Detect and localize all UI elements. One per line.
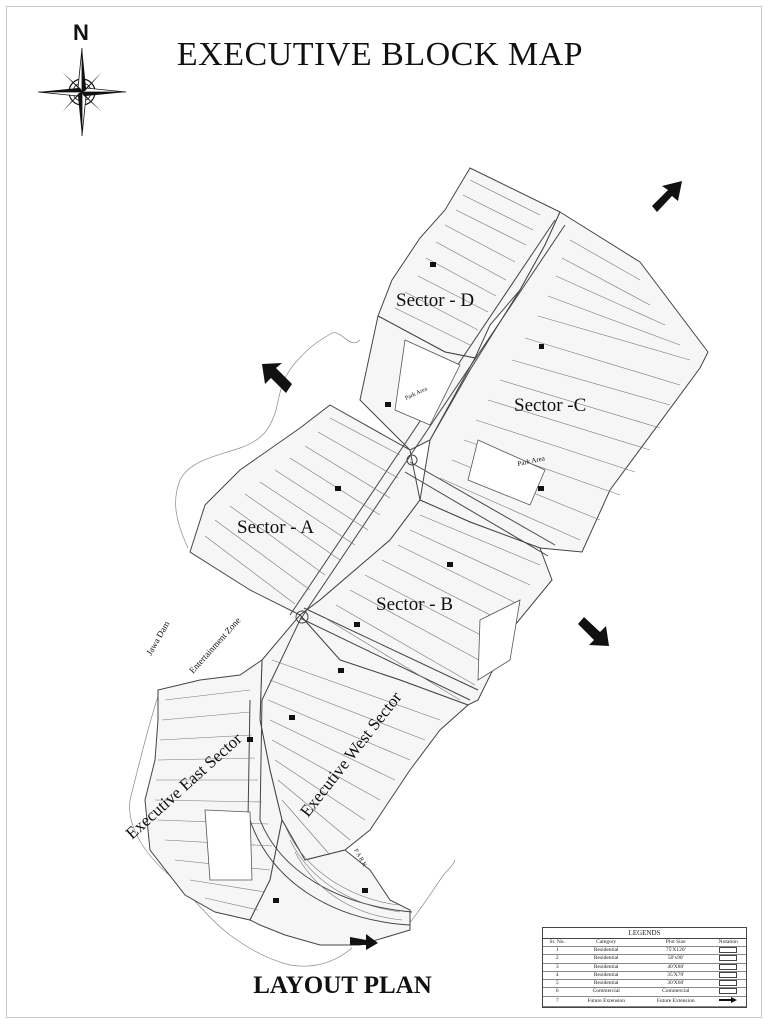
- compass-rose-icon: [37, 47, 127, 137]
- legend-sr-no: 7: [543, 996, 572, 1007]
- future-extension-arrows: [262, 181, 682, 950]
- legend-col-header: Plot Size: [640, 939, 711, 947]
- plot-swatch-icon: [719, 955, 738, 962]
- sector-c-label: Sector -C: [514, 395, 586, 416]
- page-frame: [6, 6, 762, 1018]
- sector-a-label: Sector - A: [237, 517, 314, 538]
- legend-row: 3 Residential 40'X80': [543, 963, 746, 972]
- future-extension-arrow-icon: [719, 996, 738, 1003]
- legend-grid: Sr. No. Category Plot Size Notation 1 Re…: [543, 939, 746, 1007]
- legend-sr-no: 3: [543, 963, 572, 972]
- legend-col-header: Sr. No.: [543, 939, 572, 947]
- legend-table: LEGENDS Sr. No. Category Plot Size Notat…: [542, 927, 747, 1008]
- legend-row: 4 Residential 35'X70': [543, 971, 746, 981]
- plot-swatch-icon: [719, 971, 738, 978]
- legend-row: 2 Residential 50'x90': [543, 954, 746, 964]
- north-label: N: [73, 20, 89, 45]
- legend-notation: [710, 954, 746, 964]
- entertainment-zone-label: Entertainment Zone: [187, 615, 242, 675]
- legend-sr-no: 5: [543, 979, 572, 989]
- legend-category: Residential: [571, 971, 641, 981]
- legend-notation: [710, 971, 746, 981]
- legend-category: Residential: [571, 963, 641, 972]
- legend-header-row: Sr. No. Category Plot Size Notation: [543, 939, 746, 947]
- legend-sr-no: 1: [543, 946, 572, 956]
- extension-arrow-ne-icon: [652, 181, 682, 212]
- legend-notation: [710, 963, 746, 972]
- legend-category: Residential: [571, 979, 641, 989]
- legend-plot-size: Commercial: [640, 987, 711, 997]
- legend-plot-size: 35'X70': [640, 971, 711, 981]
- extension-arrow-nw-icon: [262, 363, 292, 393]
- legend-category: Future Extension: [571, 996, 641, 1007]
- sector-d-label: Sector - D: [396, 290, 474, 311]
- page-title: EXECUTIVE BLOCK MAP: [176, 36, 584, 73]
- legend-notation: [710, 987, 746, 997]
- legend-notation: [710, 979, 746, 989]
- legend-category: Residential: [571, 954, 641, 964]
- plot-swatch-icon: [719, 963, 738, 970]
- legend-plot-size: Future Extension: [640, 996, 711, 1007]
- legend-plot-size: 75'X120': [640, 946, 711, 956]
- plot-swatch-icon: [719, 988, 738, 995]
- legend-plot-size: 30'X60': [640, 979, 711, 989]
- legend-sr-no: 4: [543, 971, 572, 981]
- extension-arrow-s-icon: [350, 934, 378, 950]
- legend-plot-size: 40'X80': [640, 963, 711, 972]
- plot-swatch-icon: [719, 947, 738, 953]
- legend-category: Commercial: [571, 987, 641, 997]
- legend-notation: [710, 946, 746, 956]
- extension-arrow-se-icon: [578, 617, 609, 646]
- legend-category: Residential: [571, 946, 641, 956]
- legend-row: 6 Commercial Commercial: [543, 987, 746, 997]
- legend-sr-no: 2: [543, 954, 572, 964]
- terrain-contour-east: [407, 859, 456, 926]
- jawa-dam-label: Jawa Dam: [144, 619, 172, 657]
- legend-row: 7 Future Extension Future Extension: [543, 996, 746, 1007]
- legend-col-header: Category: [571, 939, 641, 947]
- legend-row: 5 Residential 30'X60': [543, 979, 746, 989]
- legend-sr-no: 6: [543, 987, 572, 997]
- plot-swatch-icon: [719, 980, 738, 987]
- layout-plan-title: LAYOUT PLAN: [253, 972, 432, 999]
- terrain-contour: [175, 332, 361, 549]
- legend-plot-size: 50'x90': [640, 954, 711, 964]
- legend-notation: [710, 996, 746, 1007]
- legend-row: 1 Residential 75'X120': [543, 946, 746, 956]
- legend-title: LEGENDS: [543, 928, 746, 939]
- legend-col-header: Notation: [710, 939, 746, 947]
- sector-b-label: Sector - B: [376, 594, 453, 615]
